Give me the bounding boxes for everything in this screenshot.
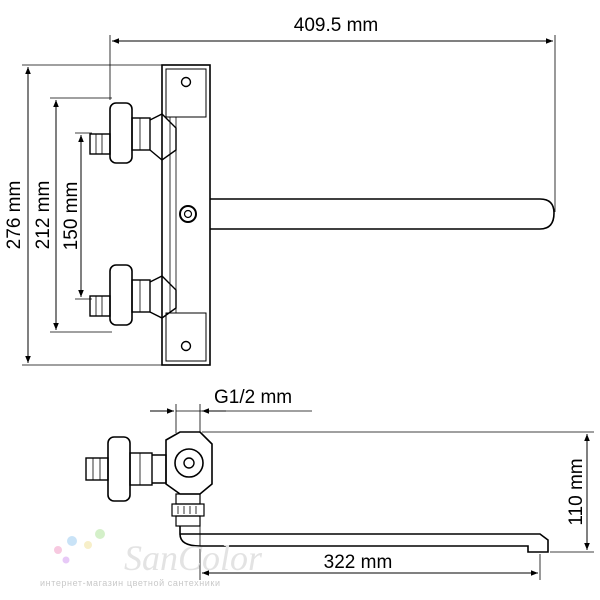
- watermark-tagline: интернет-магазин цветной сантехники: [40, 578, 221, 588]
- dimension-110: 110 mm: [202, 431, 594, 553]
- spout-top: [210, 198, 555, 230]
- dimension-thread: G1/2 mm: [150, 387, 312, 433]
- dimension-width: 409.5 mm: [109, 15, 556, 212]
- watermark-dot: [67, 536, 77, 546]
- side-view: G1/2 mm 110 mm 322 mm: [85, 387, 594, 580]
- watermark-logo: SanColor: [124, 538, 263, 578]
- watermark-dot: [54, 546, 62, 554]
- side-body: [165, 431, 213, 527]
- height-212-label: 212 mm: [33, 181, 54, 250]
- dimension-212: 212 mm: [33, 97, 112, 333]
- height-110-label: 110 mm: [566, 458, 587, 525]
- width-label: 409.5 mm: [294, 15, 378, 36]
- dimension-spout: 322 mm: [199, 526, 541, 580]
- thread-label: G1/2 mm: [214, 387, 292, 408]
- watermark-dot: [95, 529, 105, 539]
- height-150-label: 150 mm: [61, 182, 82, 251]
- watermark-dot: [84, 541, 92, 549]
- side-connector: [85, 436, 167, 502]
- lower-connector: [89, 264, 177, 326]
- dimension-276: 276 mm: [4, 64, 165, 366]
- upper-connector: [89, 102, 177, 164]
- watermark-dot: [62, 556, 70, 564]
- watermark: SanColor интернет-магазин цветной сантех…: [40, 529, 263, 588]
- thermostat-body: [161, 64, 211, 366]
- spout-length-label: 322 mm: [324, 552, 393, 573]
- watermark-dots: [54, 529, 105, 564]
- height-276-label: 276 mm: [4, 181, 25, 250]
- top-view: 409.5 mm 276 mm 212 mm 150 mm: [4, 15, 556, 366]
- spout-side: [179, 526, 549, 553]
- dimension-150: 150 mm: [61, 132, 92, 300]
